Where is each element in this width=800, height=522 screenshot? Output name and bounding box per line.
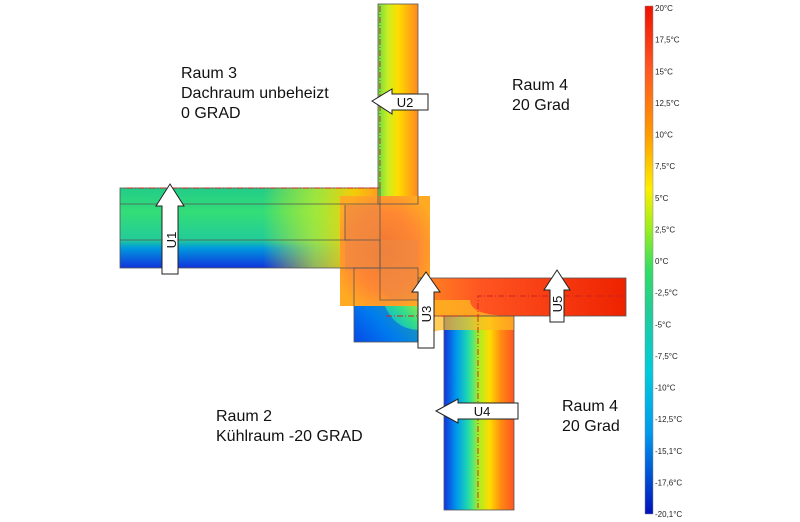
scale-label: 12,5°C: [655, 99, 680, 108]
scale-label: 0°C: [655, 257, 669, 266]
scale-label: 15°C: [655, 67, 673, 76]
room-4-bottom-name: Raum 4: [562, 398, 619, 415]
scale-label: 7,5°C: [655, 162, 675, 171]
scale-label: -5°C: [655, 320, 671, 329]
scale-label: -7,5°C: [655, 352, 678, 361]
u3-label: U3: [419, 306, 434, 323]
room-3-label: Raum 3 Dachraum unbeheizt 0 GRAD: [181, 64, 329, 124]
u5-label: U5: [550, 296, 565, 313]
scale-label: 2,5°C: [655, 225, 675, 234]
room-4-top-temp: 20 Grad: [512, 97, 570, 114]
u1-label: U1: [164, 232, 179, 249]
room-3-name: Raum 3: [181, 65, 238, 82]
u2-arrow: U2: [371, 88, 429, 115]
u3-arrow: U3: [411, 271, 441, 349]
scale-label: -2,5°C: [655, 289, 678, 298]
joint-insulation: [345, 205, 418, 300]
room-2-label: Raum 2 Kühlraum -20 GRAD: [216, 407, 363, 447]
construction-section: [119, 3, 627, 511]
scale-label: -15,1°C: [655, 447, 682, 456]
scale-label: 20°C: [655, 4, 673, 13]
scale-label: 10°C: [655, 131, 673, 140]
room-3-temp: 0 GRAD: [181, 105, 241, 122]
room-4-bottom-temp: 20 Grad: [562, 418, 620, 435]
room-3-desc: Dachraum unbeheizt: [181, 85, 329, 102]
scale-bar: [644, 5, 654, 515]
room-4-top-label: Raum 4 20 Grad: [512, 76, 570, 116]
scale-label: -12,5°C: [655, 415, 682, 424]
wall-lower-corner: [418, 300, 514, 342]
room-4-top-name: Raum 4: [512, 77, 569, 94]
scale-ticks: 20°C 17,5°C 15°C 12,5°C 10°C 7,5°C 5°C 2,5°C 0°C…: [655, 4, 682, 519]
scale-label: -20,1°C: [655, 510, 682, 519]
scale-label: -17,6°C: [655, 478, 682, 487]
scale-label: -10°C: [655, 384, 676, 393]
u1-arrow: U1: [155, 183, 185, 275]
room-2-desc: Kühlraum -20 GRAD: [216, 428, 363, 445]
room-4-bottom-label: Raum 4 20 Grad: [562, 397, 620, 437]
room-2-name: Raum 2: [216, 408, 273, 425]
u5-arrow: U5: [543, 269, 571, 323]
scale-label: 5°C: [655, 194, 669, 203]
u4-label: U4: [474, 404, 491, 419]
u4-arrow: U4: [434, 398, 519, 424]
temperature-scale: 20°C 17,5°C 15°C 12,5°C 10°C 7,5°C 5°C 2,5°C 0°C…: [644, 4, 682, 519]
u2-label: U2: [397, 95, 414, 110]
scale-label: 17,5°C: [655, 36, 680, 45]
